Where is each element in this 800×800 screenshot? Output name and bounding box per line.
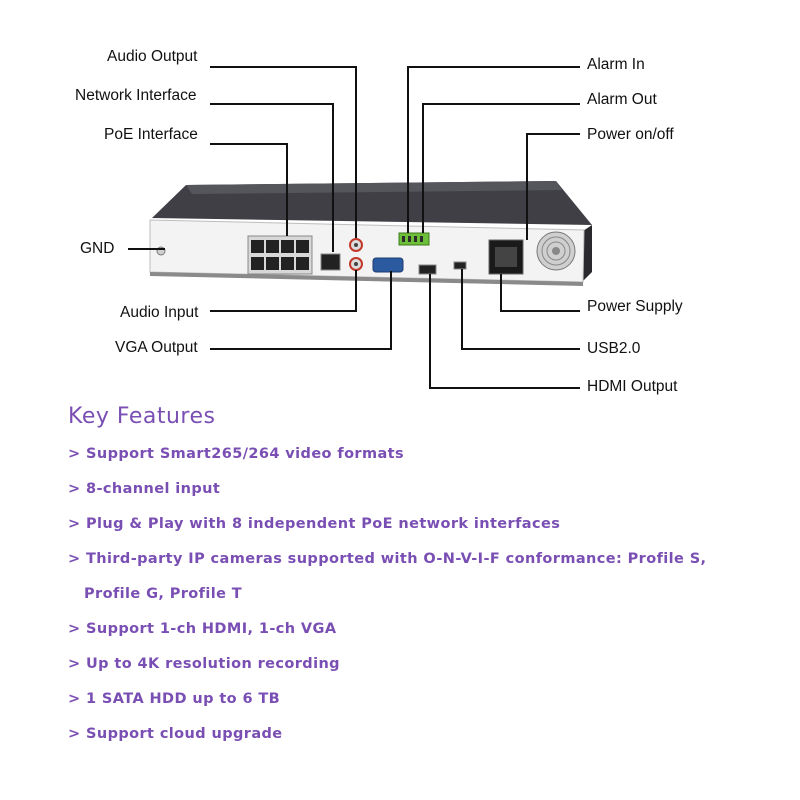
label-gnd: GND <box>80 240 115 257</box>
label-power-supply: Power Supply <box>587 298 683 315</box>
callout-lines <box>128 66 580 389</box>
label-alarm-out: Alarm Out <box>587 91 657 108</box>
feature-item: > Support 1-ch HDMI, 1-ch VGA <box>68 612 788 647</box>
leader-vga-output <box>210 271 392 350</box>
feature-text-continued: Profile G, Profile T <box>84 586 243 602</box>
feature-text: > 8-channel input <box>68 481 221 497</box>
vga-port <box>372 257 404 273</box>
label-poe-interface: PoE Interface <box>104 126 198 143</box>
feature-item: > Up to 4K resolution recording <box>68 647 788 682</box>
feature-text: > Support Smart265/264 video formats <box>68 446 405 462</box>
feature-text: > 1 SATA HDD up to 6 TB <box>68 691 281 707</box>
leader-audio-output <box>210 66 357 238</box>
feature-text: > Support cloud upgrade <box>68 726 283 742</box>
leader-power-onoff <box>526 133 580 240</box>
feature-text: > Support 1-ch HDMI, 1-ch VGA <box>68 621 337 637</box>
feature-text: > Plug & Play with 8 independent PoE net… <box>68 516 561 532</box>
feature-item: > Support cloud upgrade <box>68 717 788 752</box>
network-port <box>320 253 341 271</box>
feature-item: > 8-channel input <box>68 472 788 507</box>
leader-alarm-in <box>407 66 580 233</box>
device-diagram: Audio Output Network Interface PoE Inter… <box>75 48 683 395</box>
label-network-interface: Network Interface <box>75 87 197 104</box>
feature-item: > Plug & Play with 8 independent PoE net… <box>68 507 788 542</box>
label-alarm-in: Alarm In <box>587 56 645 73</box>
feature-item: > 1 SATA HDD up to 6 TB <box>68 682 788 717</box>
hdmi-port <box>418 264 437 275</box>
feature-item: > Support Smart265/264 video formats <box>68 437 788 472</box>
leader-power-supply <box>500 274 580 312</box>
poe-ports <box>247 235 313 275</box>
label-usb20: USB2.0 <box>587 340 641 357</box>
leader-network-interface <box>210 103 334 252</box>
feature-text: > Third-party IP cameras supported with … <box>68 551 707 567</box>
label-vga-output: VGA Output <box>115 339 198 356</box>
feature-text: > Up to 4K resolution recording <box>68 656 340 672</box>
leader-poe-interface <box>210 143 288 236</box>
leader-hdmi-output <box>429 274 580 389</box>
device-side <box>583 225 592 281</box>
key-features-title: Key Features <box>68 404 216 429</box>
feature-list: > Support Smart265/264 video formats > 8-… <box>68 437 788 752</box>
usb-port <box>453 261 467 270</box>
label-audio-input: Audio Input <box>120 304 199 321</box>
leader-usb <box>461 269 580 350</box>
label-power-onoff: Power on/off <box>587 126 674 143</box>
leader-audio-input <box>210 270 357 312</box>
leader-alarm-out <box>422 103 580 233</box>
label-audio-output: Audio Output <box>107 48 198 65</box>
feature-item: > Third-party IP cameras supported with … <box>68 542 788 612</box>
label-hdmi-output: HDMI Output <box>587 378 678 395</box>
nvr-rear-panel-illustration <box>128 66 592 389</box>
key-features-section: Key Features > Support Smart265/264 vide… <box>68 404 788 752</box>
